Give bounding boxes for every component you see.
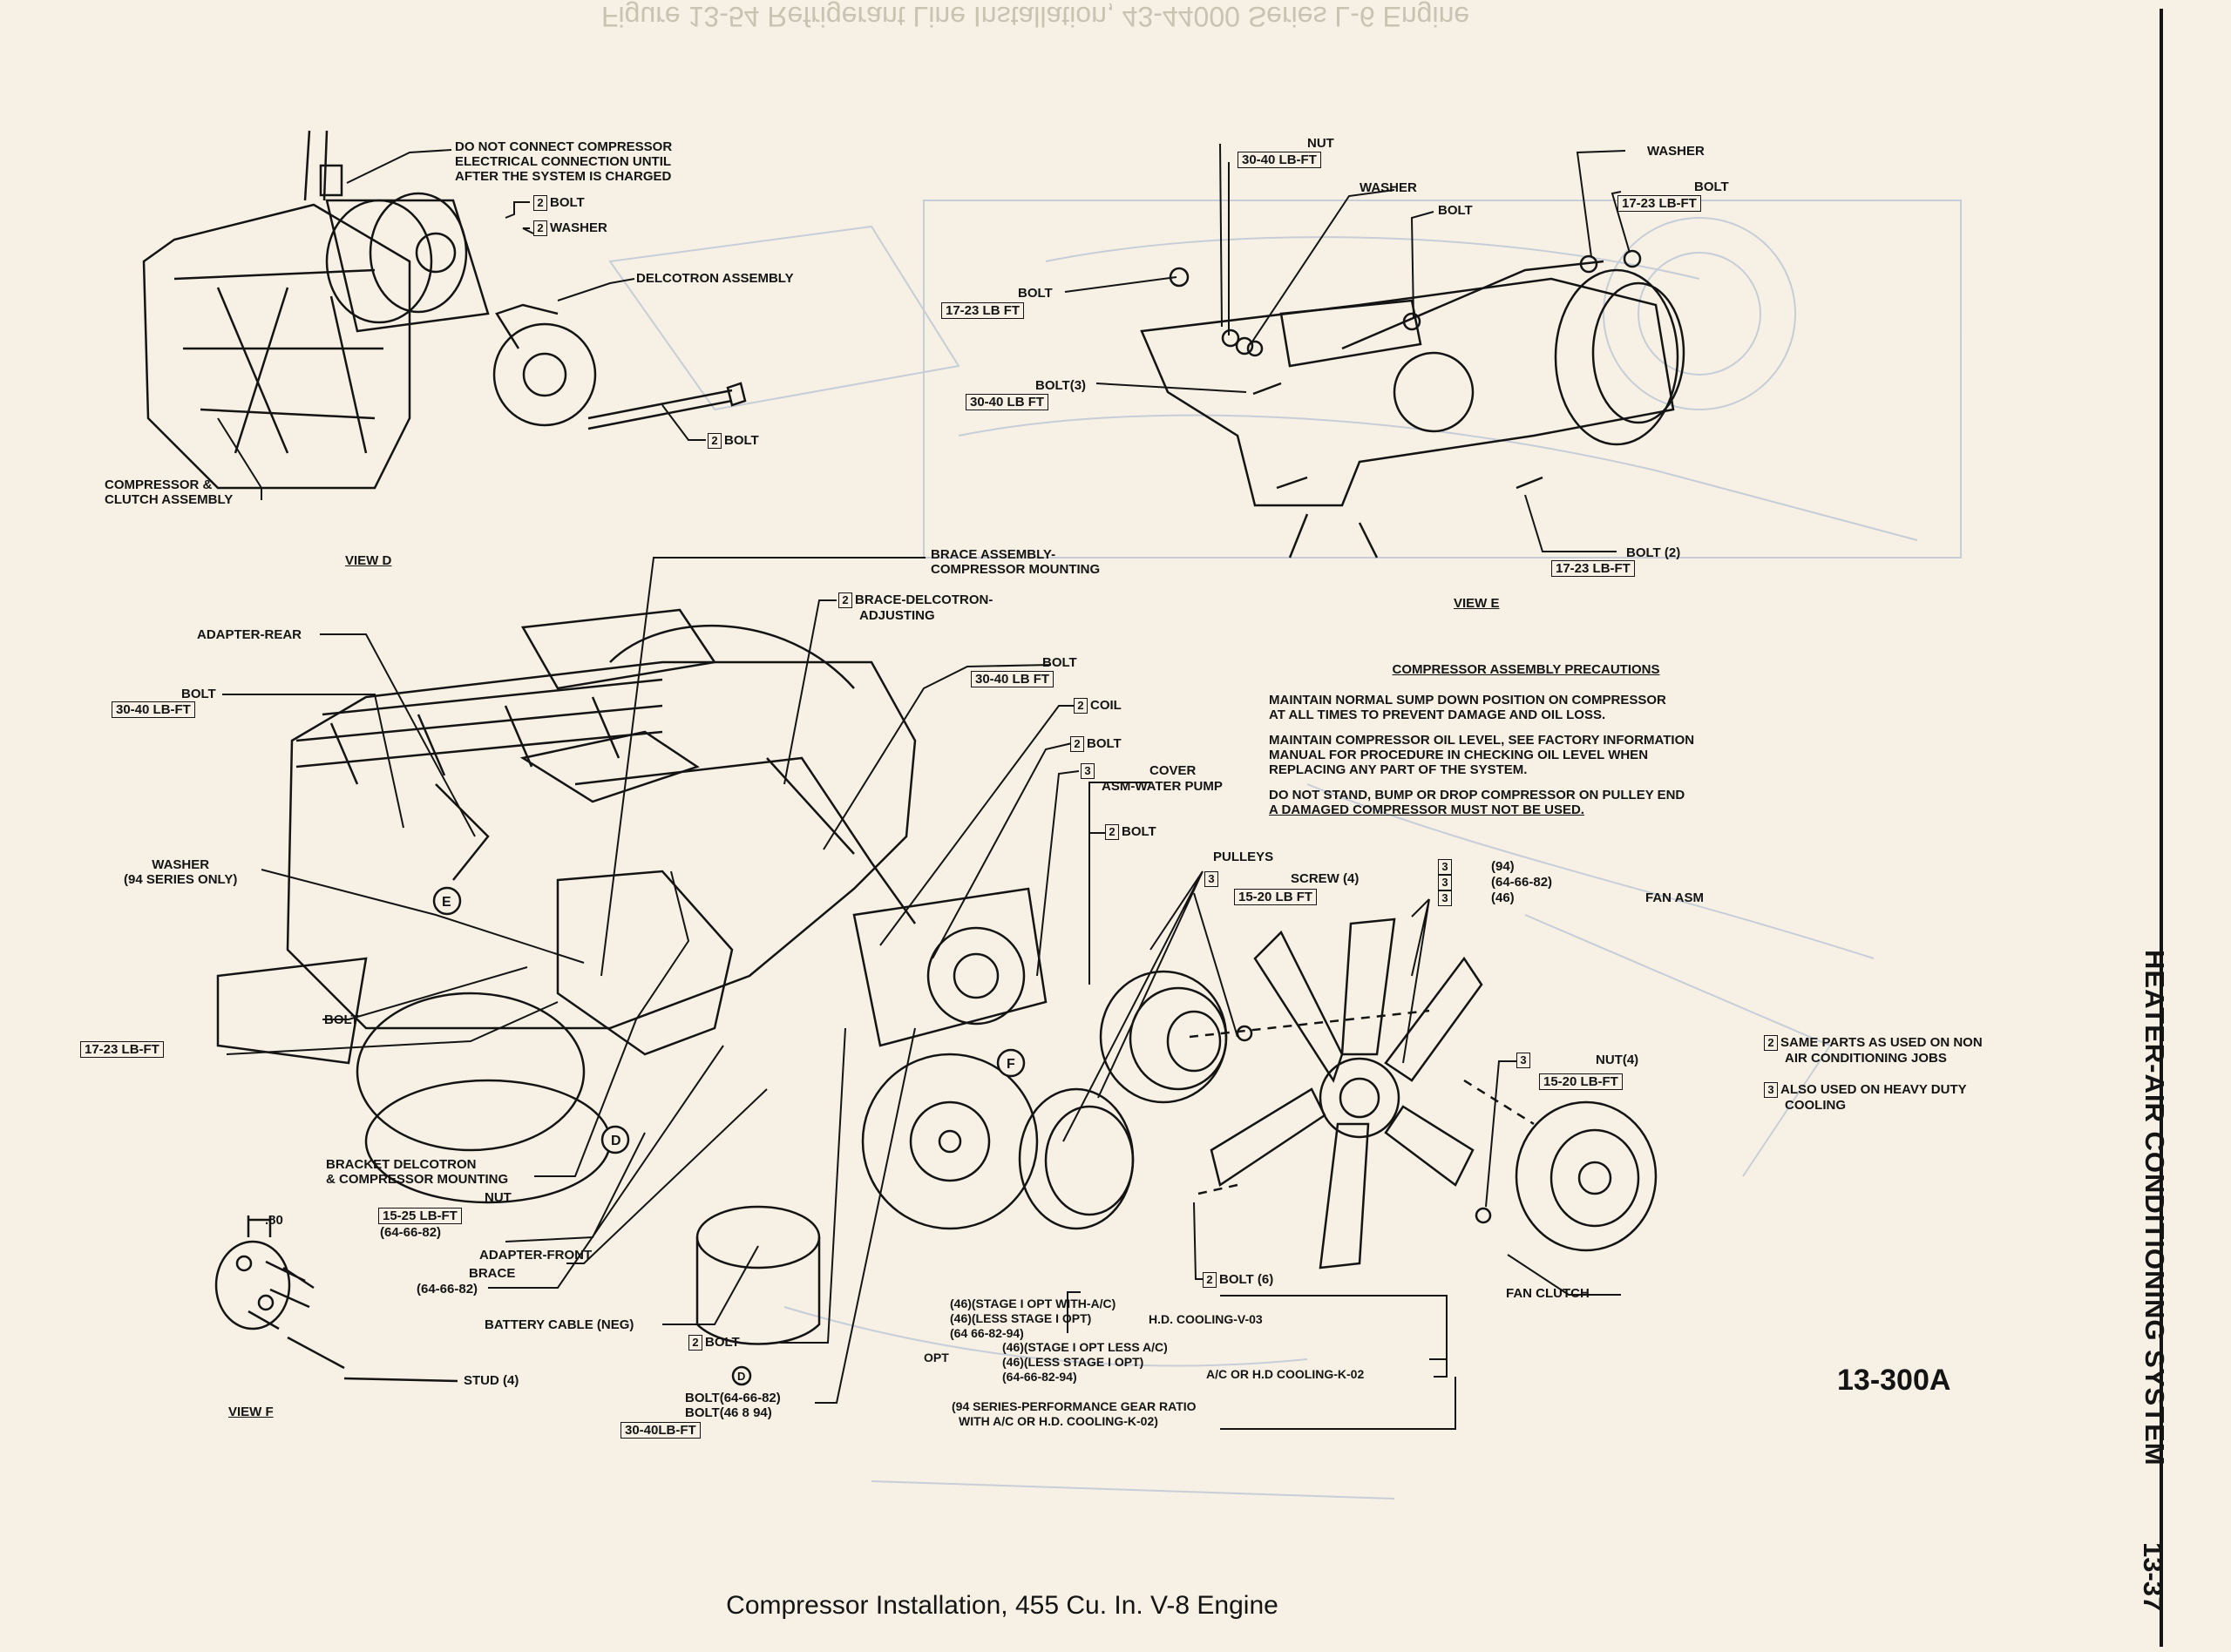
pulleys-label: PULLEYS: [1213, 850, 1274, 864]
main-leaders: [222, 557, 1621, 1430]
nut4-torque: 15-20 LB-FT: [1539, 1073, 1623, 1090]
view-e-bolt-center: BOLT: [1438, 203, 1473, 218]
view-d-title: VIEW D: [345, 553, 392, 568]
view-e-bolt2-torque: 17-23 LB-FT: [1551, 560, 1635, 577]
page-number: 13-37: [2138, 1542, 2168, 1612]
option-notes-a: (46)(STAGE I OPT WITH-A/C) (46)(LESS STA…: [950, 1297, 1116, 1340]
bracket-delcotron-label: BRACKET DELCOTRON & COMPRESSOR MOUNTING: [326, 1157, 509, 1187]
precaution-2: MAINTAIN COMPRESSOR OIL LEVEL, SEE FACTO…: [1269, 733, 1695, 777]
bolt-center-torque: 30-40 LB FT: [971, 671, 1054, 687]
ac-hd-cooling-k02: A/C OR H.D COOLING-K-02: [1206, 1367, 1365, 1381]
brace-label: BRACE: [469, 1266, 516, 1281]
brace-assembly-label: BRACE ASSEMBLY- COMPRESSOR MOUNTING: [931, 547, 1101, 577]
bolt-lower-torque: 17-23 LB-FT: [80, 1041, 164, 1058]
do-not-connect-note: DO NOT CONNECT COMPRESSOR ELECTRICAL CON…: [455, 139, 673, 184]
view-f-drawing: [214, 1215, 458, 1383]
nut-torque: 15-25 LB-FT: [378, 1208, 462, 1224]
brace-models: (64-66-82): [417, 1282, 478, 1297]
view-e-washer-right: WASHER: [1647, 144, 1705, 159]
view-d-drawing: [142, 130, 747, 490]
pulley-fan-drawing: [1018, 917, 1658, 1269]
dimension-label: .80: [265, 1213, 283, 1228]
bolt-left-torque: 30-40 LB-FT: [112, 701, 195, 718]
view-d-leaders: [217, 149, 706, 500]
page-number-box: 13-37: [2138, 1542, 2187, 1647]
view-e-nut-label: NUT: [1307, 136, 1334, 151]
option-notes-c: (94 SERIES-PERFORMANCE GEAR RATIO WITH A…: [952, 1399, 1197, 1428]
view-e-nut-torque: 30-40 LB-FT: [1238, 152, 1321, 168]
bolt-lower-label: BOLT: [324, 1012, 359, 1027]
bleed-through-sketch: [608, 200, 1962, 1500]
fan-callouts: 3(94) 3(64-66-82) 3(46): [1438, 859, 1552, 906]
delcotron-assembly-label: DELCOTRON ASSEMBLY: [636, 271, 794, 286]
precautions-block: COMPRESSOR ASSEMBLY PRECAUTIONS MAINTAIN…: [1269, 662, 1783, 828]
view-e-bolt3-torque: 30-40 LB FT: [966, 394, 1049, 410]
fan-clutch-label: FAN CLUTCH: [1506, 1286, 1590, 1301]
view-d-marker-small: D: [737, 1370, 746, 1383]
fan-blades: [1210, 917, 1483, 1269]
section-sidebar: HEATER-AIR CONDITIONING SYSTEM: [2139, 950, 2187, 1507]
view-e-drawing: [1140, 249, 1685, 559]
view-e-bolt-right: BOLT: [1694, 179, 1729, 194]
compressor-clutch-label: COMPRESSOR & CLUTCH ASSEMBLY: [105, 477, 234, 507]
figure-id: 13-300A: [1837, 1364, 1951, 1397]
precaution-3: DO NOT STAND, BUMP OR DROP COMPRESSOR ON…: [1269, 788, 1685, 817]
view-e-title: VIEW E: [1454, 596, 1500, 611]
bolt-bottom-torque: 30-40LB-FT: [620, 1422, 701, 1439]
marker-d: D: [611, 1134, 621, 1148]
adapter-rear-label: ADAPTER-REAR: [197, 627, 302, 642]
fan-asm-label: FAN ASM: [1645, 890, 1704, 905]
precautions-title: COMPRESSOR ASSEMBLY PRECAUTIONS: [1392, 662, 1660, 677]
view-e-bolt-left-torque: 17-23 LB FT: [941, 302, 1025, 319]
engine-drawing: [216, 608, 1048, 1345]
figure-caption: Compressor Installation, 455 Cu. In. V-8…: [726, 1591, 1278, 1620]
view-f-title: VIEW F: [228, 1405, 274, 1419]
bolt-model-labels: BOLT(64-66-82) BOLT(46 8 94): [685, 1391, 781, 1420]
view-e-leaders: [1064, 143, 1631, 552]
bolt-left-label: BOLT: [181, 687, 216, 701]
view-e-bolt-right-torque: 17-23 LB-FT: [1617, 195, 1701, 212]
view-e-washer-center: WASHER: [1360, 180, 1417, 195]
view-markers: [432, 886, 1026, 1386]
marker-e: E: [442, 895, 451, 910]
view-e-bolt3: BOLT(3): [1035, 378, 1087, 393]
view-e-bolt2: BOLT (2): [1626, 545, 1681, 560]
precaution-1: MAINTAIN NORMAL SUMP DOWN POSITION ON CO…: [1269, 693, 1666, 722]
opt-label: OPT: [924, 1351, 949, 1364]
marker-f: F: [1007, 1057, 1015, 1072]
view-e-bolt-left: BOLT: [1018, 286, 1053, 301]
battery-cable-label: BATTERY CABLE (NEG): [485, 1317, 634, 1332]
stud4-label: STUD (4): [464, 1373, 519, 1388]
bolt-center-label: BOLT: [1042, 655, 1077, 670]
section-title: HEATER-AIR CONDITIONING SYSTEM: [2139, 950, 2170, 1466]
adapter-front-label: ADAPTER-FRONT: [479, 1248, 593, 1263]
screw-torque: 15-20 LB FT: [1234, 889, 1318, 905]
nut-models: (64-66-82): [380, 1225, 442, 1240]
option-notes-b: (46)(STAGE I OPT LESS A/C) (46)(LESS STA…: [1002, 1340, 1168, 1384]
hd-cooling-v03: H.D. COOLING-V-03: [1149, 1312, 1263, 1326]
washer-94-label: WASHER (94 SERIES ONLY): [124, 857, 238, 887]
nut-label: NUT: [485, 1190, 512, 1205]
